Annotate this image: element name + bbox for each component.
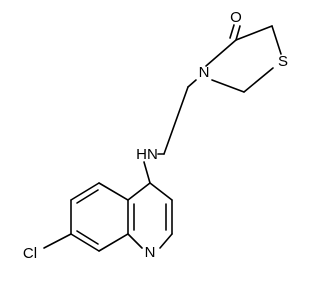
bond-c4a-c5 bbox=[98, 182, 129, 201]
bond-c4q-c3q bbox=[149, 182, 173, 201]
chemical-structure: O N S HN N Cl bbox=[23, 9, 288, 262]
bond-c4a-c4q bbox=[127, 182, 151, 201]
bond-c4-c5 bbox=[235, 25, 273, 41]
bond-c5-s1 bbox=[271, 25, 282, 55]
bond-c7-c8-inner bbox=[76, 230, 99, 245]
quinoline-ring bbox=[43, 161, 173, 252]
bond-ch2-ch2 bbox=[163, 86, 189, 155]
bond-c7-cl bbox=[43, 233, 72, 249]
bond-n3-ch2 bbox=[187, 79, 197, 88]
bond-c4-o-b bbox=[229, 24, 235, 39]
atom-label-carbonyl-oxygen: O bbox=[230, 9, 242, 26]
bond-c5-c6 bbox=[70, 182, 100, 201]
bond-c4-o-a bbox=[235, 25, 241, 41]
bond-c2q-n1q bbox=[159, 233, 173, 249]
bond-c8-c8a bbox=[98, 233, 129, 252]
atom-label-sulfur: S bbox=[278, 53, 288, 70]
atom-label-quinoline-nitrogen: N bbox=[145, 244, 156, 261]
bond-c2-n3 bbox=[211, 79, 245, 93]
bond-c7-c8 bbox=[70, 233, 100, 252]
bond-n3-c4 bbox=[205, 39, 237, 67]
bond-nh-c4q bbox=[143, 161, 151, 184]
atom-label-amine: HN bbox=[136, 146, 158, 163]
thiazolidinone-ring bbox=[205, 24, 282, 93]
ethylene-linker bbox=[157, 79, 197, 155]
atom-label-chlorine: Cl bbox=[23, 245, 37, 262]
atom-label-ring-nitrogen: N bbox=[199, 64, 210, 81]
bond-n1q-c8a bbox=[127, 233, 143, 249]
bond-c5-c6-inner bbox=[76, 189, 99, 204]
bond-s1-c2 bbox=[243, 67, 274, 93]
